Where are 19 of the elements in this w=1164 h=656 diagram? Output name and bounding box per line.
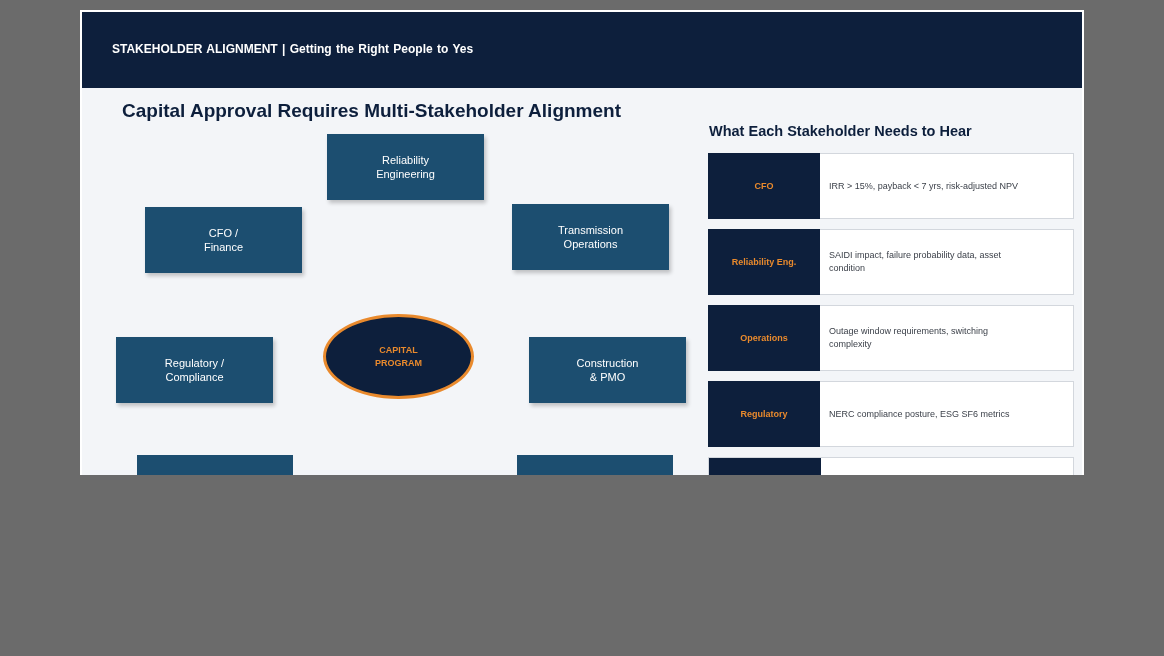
header-text: STAKEHOLDER ALIGNMENT | Getting the Right People to Yes [112,42,474,56]
stakeholder-box: Construction & PMO [529,337,686,403]
stakeholder-box: Regulatory / Compliance [116,337,273,403]
stakeholder-cell: CFO [708,153,820,219]
center-ellipse: CAPITAL PROGRAM [323,314,474,399]
stakeholder-box [137,455,293,475]
message-cell: Outage window requirements, switching complexity [820,305,1074,371]
stakeholder-cell: Reliability Eng. [708,229,820,295]
message-cell: NERC compliance posture, ESG SF6 metrics [820,381,1074,447]
heading: What Each Stakeholder Needs to Hear [709,123,972,139]
stakeholder-box: Transmission Operations [512,204,669,270]
message-cell: SAIDI impact, failure probability data, asset condition [820,229,1074,295]
stakeholder-cell: Operations [708,305,820,371]
heading: Capital Approval Requires Multi-Stakeholder Alignment [122,100,621,122]
stakeholder-cell: Regulatory [708,381,820,447]
stakeholder-box: CFO / Finance [145,207,302,273]
stakeholder-box: Reliability Engineering [327,134,484,200]
stakeholder-box [517,455,673,475]
message-cell: IRR > 15%, payback < 7 yrs, risk-adjusted NPV [820,153,1074,219]
